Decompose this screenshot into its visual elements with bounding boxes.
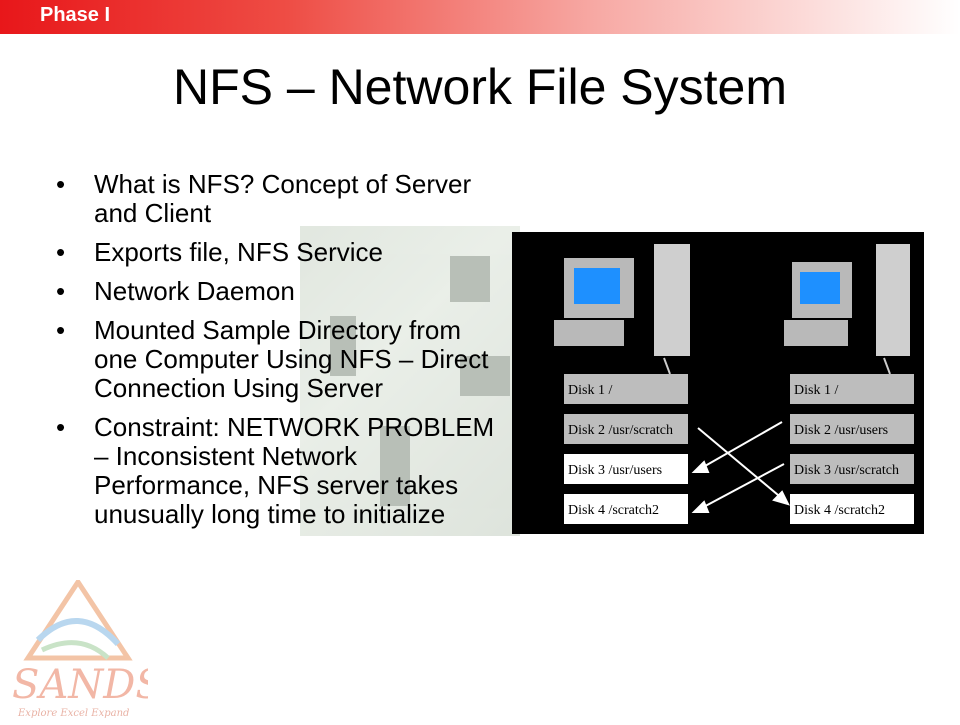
mount-arrows bbox=[691, 421, 790, 513]
left-disk-1-label: Disk 1 / bbox=[568, 383, 612, 398]
nfs-diagram-svg: Disk 1 / Disk 2 /usr/scratch Disk 3 /usr… bbox=[554, 244, 914, 524]
right-disk-1-label: Disk 1 / bbox=[794, 383, 838, 398]
right-disk-4-label: Disk 4 /scratch2 bbox=[794, 503, 885, 518]
bullet-item: Exports file, NFS Service bbox=[56, 238, 496, 268]
left-disk-2-label: Disk 2 /usr/scratch bbox=[568, 423, 673, 438]
sands-logo: SANDS Explore Excel Expand bbox=[8, 577, 163, 720]
right-disk-3-label: Disk 3 /usr/scratch bbox=[794, 463, 899, 478]
left-disk-4-label: Disk 4 /scratch2 bbox=[568, 503, 659, 518]
left-disk-3 bbox=[564, 454, 688, 484]
bullet-item: Network Daemon bbox=[56, 277, 496, 307]
svg-text:SANDS: SANDS bbox=[12, 662, 148, 708]
right-computer-icon bbox=[784, 244, 910, 375]
bullet-item: What is NFS? Concept of Server and Clien… bbox=[56, 170, 496, 228]
right-disk-4 bbox=[790, 494, 914, 524]
phase-label: Phase I bbox=[40, 4, 111, 26]
left-disk-1 bbox=[564, 374, 688, 404]
header-bar: Phase I bbox=[0, 0, 960, 34]
left-computer-icon bbox=[554, 244, 690, 375]
left-disk-2 bbox=[564, 414, 688, 444]
right-disk-3 bbox=[790, 454, 914, 484]
slide-title: NFS – Network File System bbox=[172, 59, 787, 115]
bullet-list: What is NFS? Concept of Server and Clien… bbox=[56, 170, 496, 539]
bullet-item: Constraint: NETWORK PROBLEM – Inconsiste… bbox=[56, 413, 496, 529]
right-disk-1 bbox=[790, 374, 914, 404]
left-disk-3-label: Disk 3 /usr/users bbox=[568, 463, 662, 478]
right-disk-2 bbox=[790, 414, 914, 444]
right-disk-2-label: Disk 2 /usr/users bbox=[794, 423, 888, 438]
left-disk-4 bbox=[564, 494, 688, 524]
bullet-item: Mounted Sample Directory from one Comput… bbox=[56, 316, 496, 403]
sands-logo-icon: SANDS Explore Excel Expand bbox=[12, 577, 163, 719]
svg-text:Explore Excel Expand: Explore Excel Expand bbox=[17, 708, 129, 719]
nfs-diagram: Disk 1 / Disk 2 /usr/scratch Disk 3 /usr… bbox=[512, 232, 924, 534]
